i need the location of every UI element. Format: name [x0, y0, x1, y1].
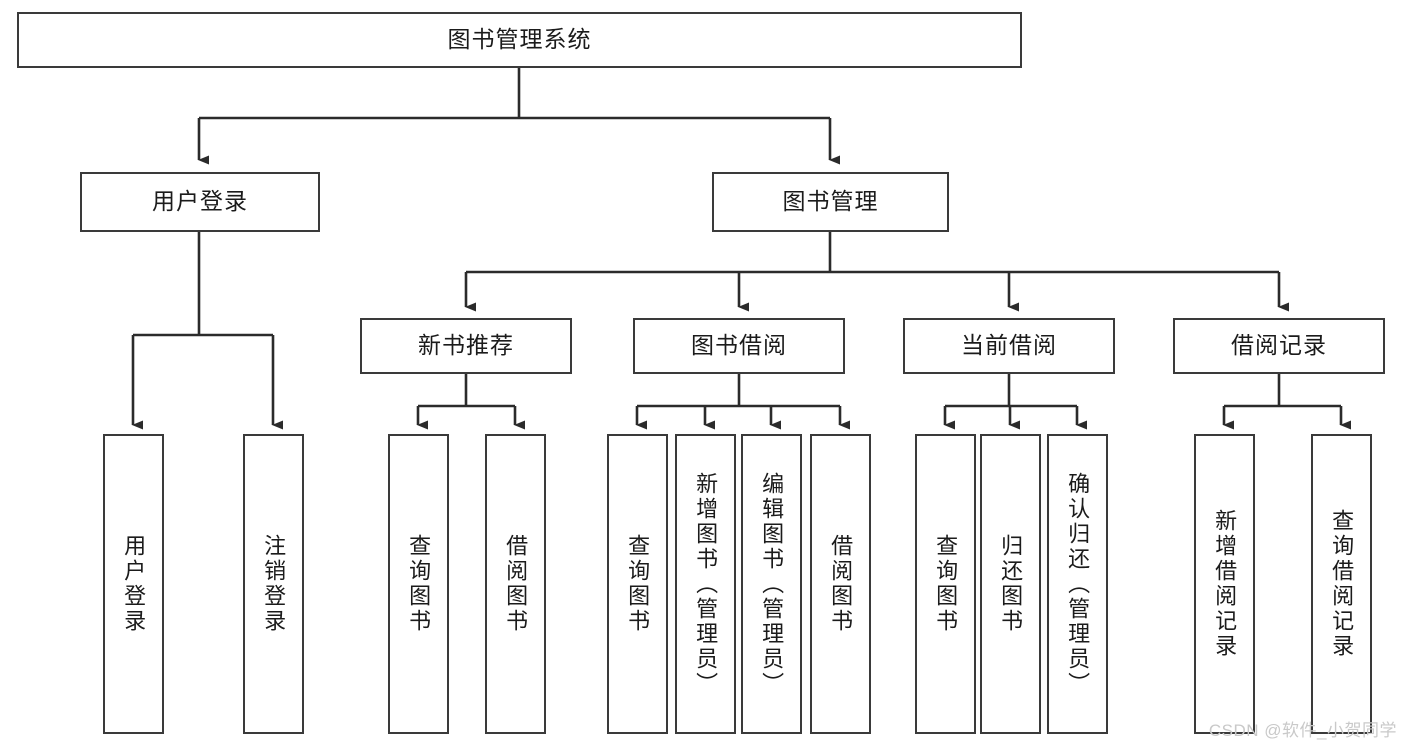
node-label: 图书管理 [782, 188, 879, 215]
node-borrow-record[interactable]: 借阅记录 [1173, 318, 1385, 374]
leaf-query-book-current[interactable]: 查询图书 [915, 434, 976, 734]
csdn-watermark: CSDN @软件_小贺同学 [1208, 721, 1397, 740]
node-label: 归还图书 [998, 534, 1024, 634]
leaf-add-borrow-record[interactable]: 新增借阅记录 [1194, 434, 1255, 734]
leaf-query-book-borrow[interactable]: 查询图书 [607, 434, 668, 734]
node-book-borrow[interactable]: 图书借阅 [633, 318, 845, 374]
node-label: 借阅图书 [828, 534, 854, 634]
node-label: 图书管理系统 [447, 26, 592, 53]
leaf-logout[interactable]: 注销登录 [243, 434, 304, 734]
node-label: 确认归还（管理员） [1065, 471, 1091, 697]
node-label: 编辑图书（管理员） [759, 471, 785, 697]
node-label: 用户登录 [152, 188, 248, 215]
node-current-borrow[interactable]: 当前借阅 [903, 318, 1115, 374]
node-label: 新增图书（管理员） [693, 471, 719, 697]
node-label: 新书推荐 [418, 332, 514, 359]
node-label: 新增借阅记录 [1212, 509, 1238, 659]
node-label: 当前借阅 [961, 332, 1057, 359]
node-label: 图书借阅 [691, 332, 787, 359]
leaf-edit-book-admin[interactable]: 编辑图书（管理员） [741, 434, 802, 734]
node-label: 查询图书 [933, 534, 959, 634]
node-label: 注销登录 [261, 534, 287, 634]
node-label: 用户登录 [121, 534, 147, 634]
node-label: 借阅记录 [1231, 332, 1327, 359]
leaf-query-borrow-record[interactable]: 查询借阅记录 [1311, 434, 1372, 734]
leaf-confirm-return-admin[interactable]: 确认归还（管理员） [1047, 434, 1108, 734]
leaf-query-book-recommend[interactable]: 查询图书 [388, 434, 449, 734]
leaf-user-login[interactable]: 用户登录 [103, 434, 164, 734]
leaf-add-book-admin[interactable]: 新增图书（管理员） [675, 434, 736, 734]
node-root-system[interactable]: 图书管理系统 [17, 12, 1022, 68]
node-label: 查询借阅记录 [1329, 509, 1355, 659]
node-new-book-recommend[interactable]: 新书推荐 [360, 318, 572, 374]
node-book-management[interactable]: 图书管理 [712, 172, 949, 232]
node-label: 查询图书 [625, 534, 651, 634]
node-label: 借阅图书 [503, 534, 529, 634]
leaf-borrow-book[interactable]: 借阅图书 [810, 434, 871, 734]
node-user-login[interactable]: 用户登录 [80, 172, 320, 232]
node-label: 查询图书 [406, 534, 432, 634]
leaf-return-book[interactable]: 归还图书 [980, 434, 1041, 734]
leaf-borrow-book-recommend[interactable]: 借阅图书 [485, 434, 546, 734]
